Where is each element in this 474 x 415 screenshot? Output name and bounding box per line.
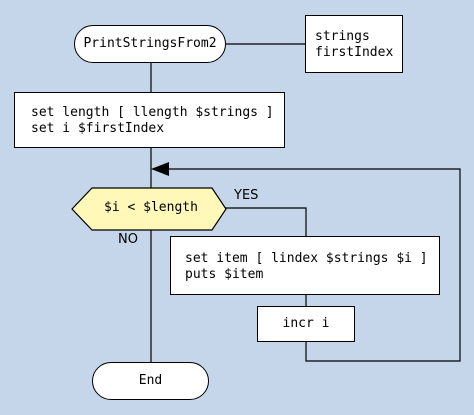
end-label: End: [138, 373, 163, 388]
param-strings: strings: [315, 29, 370, 44]
incr-label: incr i: [282, 316, 330, 331]
body-line-puts: puts $item: [185, 267, 264, 282]
start-terminal: PrintStringsFrom2: [74, 25, 226, 63]
connector-yes-body: [212, 207, 307, 236]
param-firstindex: firstIndex: [315, 45, 394, 60]
no-label: NO: [118, 232, 138, 247]
init-line-length: set length [ llength $strings ]: [31, 105, 274, 120]
start-label: PrintStringsFrom2: [83, 36, 217, 51]
connector-loop-back: [165, 168, 461, 362]
init-box: set length [ llength $strings ] set i $f…: [14, 92, 285, 148]
loop-arrowhead: [151, 162, 169, 176]
body-box: set item [ lindex $strings $i ] puts $it…: [170, 236, 440, 295]
yes-label: YES: [234, 188, 259, 203]
decision-diamond: [71, 187, 227, 231]
end-terminal: End: [92, 362, 209, 400]
params-box: strings firstIndex: [305, 15, 403, 73]
incr-box: incr i: [257, 306, 355, 342]
body-line-item: set item [ lindex $strings $i ]: [185, 251, 428, 266]
init-line-i: set i $firstIndex: [31, 121, 165, 136]
decision-condition: $i < $length: [104, 200, 198, 215]
